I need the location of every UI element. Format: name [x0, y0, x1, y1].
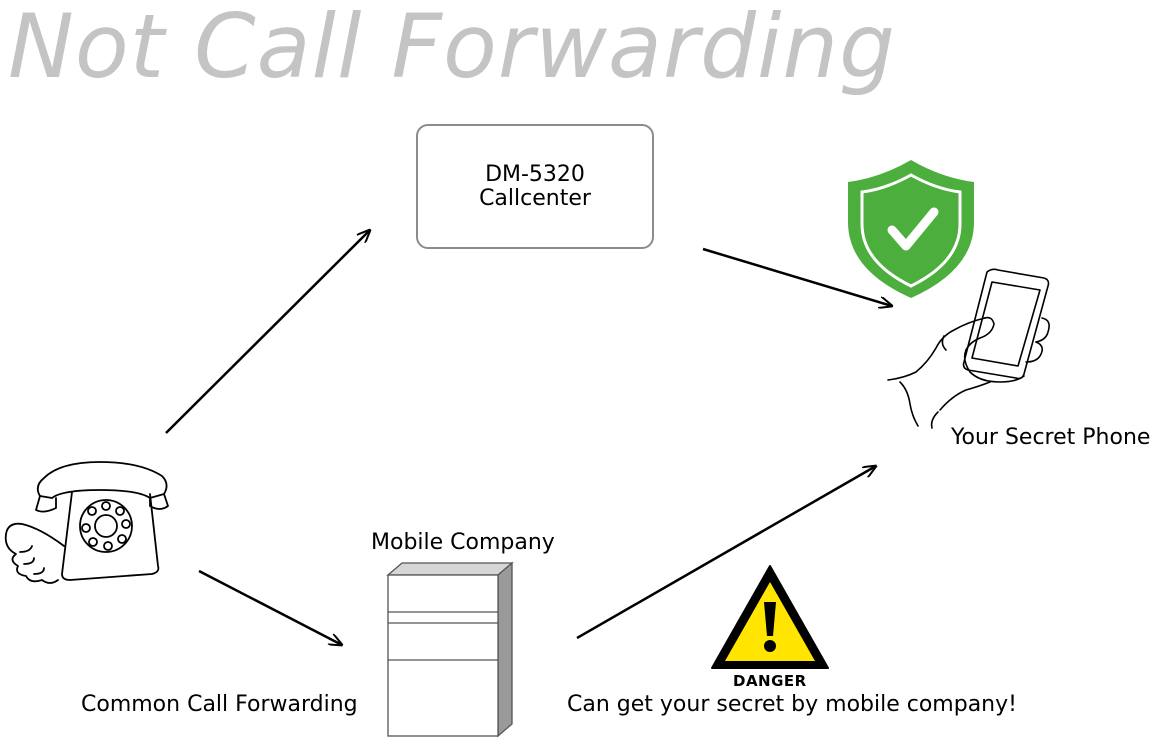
rotary-telephone-icon [4, 461, 169, 584]
hand-holding-phone-icon [887, 268, 1050, 429]
danger-warning-label: Can get your secret by mobile company! [567, 692, 1017, 717]
common-forwarding-label: Common Call Forwarding [81, 692, 358, 717]
arrow-phone-to-mobile-company [198, 569, 342, 645]
danger-warning-icon [711, 565, 829, 669]
arrow-phone-to-callcenter [165, 230, 370, 434]
shield-check-icon [848, 160, 974, 298]
arrow-mobile-company-to-secret-phone [576, 466, 876, 640]
secret-phone-label: Your Secret Phone [951, 425, 1151, 450]
callcenter-model: DM-5320 [485, 161, 585, 187]
callcenter-box: DM-5320 Callcenter [416, 124, 654, 249]
server-tower-icon [386, 561, 514, 738]
mobile-company-label: Mobile Company [371, 530, 555, 555]
diagram-title: Not Call Forwarding [8, 0, 897, 98]
arrow-callcenter-to-secret-phone [702, 247, 892, 306]
danger-sign-text: DANGER [733, 672, 807, 690]
callcenter-label: Callcenter [479, 185, 591, 211]
